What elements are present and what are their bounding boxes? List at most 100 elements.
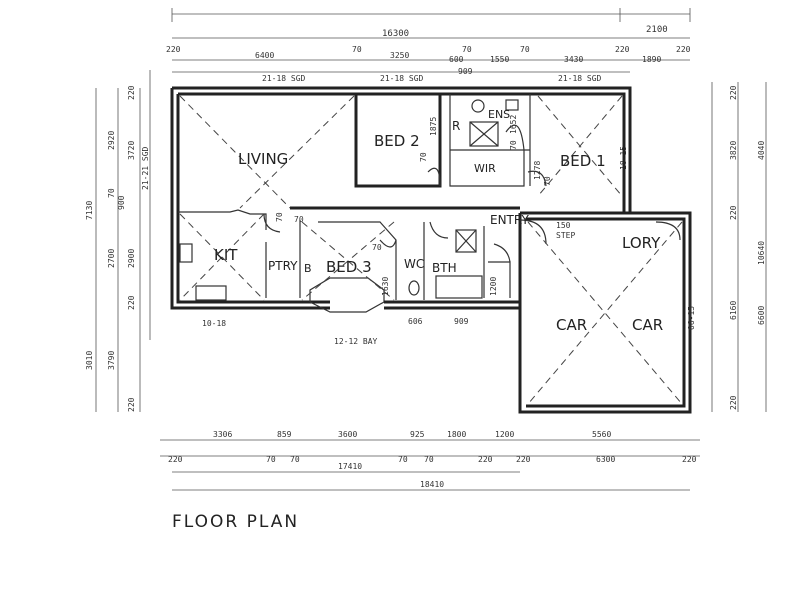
dim-left-220b: 220 — [127, 295, 136, 310]
door-swings — [263, 124, 681, 263]
step-label: STEP — [556, 231, 575, 240]
dim-right-3820: 3820 — [729, 141, 738, 160]
exterior-walls — [170, 86, 692, 414]
room-living: LIVING — [238, 150, 288, 168]
dim-bottom-5560: 5560 — [592, 430, 611, 439]
dim-bottom-220a: 220 — [168, 455, 183, 464]
dim-inner-909: 909 — [454, 317, 469, 326]
bottom-dimensions: 3306 859 3600 925 1800 1200 5560 220 70 … — [160, 430, 700, 491]
dim-top-right-overall: 2100 — [646, 25, 668, 35]
dim-bottom-6300: 6300 — [596, 455, 615, 464]
dim-top-3250: 3250 — [390, 51, 409, 60]
dim-left-3720: 3720 — [127, 141, 136, 160]
dim-inner-70a: 70 — [419, 152, 428, 162]
dim-bottom-925: 925 — [410, 430, 425, 439]
dim-right-10640: 10640 — [757, 241, 766, 265]
dim-left-3790: 3790 — [107, 351, 116, 370]
interior-walls — [178, 94, 547, 301]
dim-top-220c: 220 — [676, 45, 691, 54]
dim-top-1550: 1550 — [490, 55, 509, 64]
room-kit: KIT — [214, 246, 238, 264]
dim-right-220c: 220 — [729, 395, 738, 410]
dim-top-70c: 70 — [520, 45, 530, 54]
dim-inner-606: 606 — [408, 317, 423, 326]
room-entry: ENTRY — [490, 213, 529, 227]
room-ens: ENS — [488, 108, 510, 121]
dim-left-3010: 3010 — [85, 351, 94, 370]
dim-left-220a: 220 — [127, 85, 136, 100]
dim-top-overall: 16300 — [382, 29, 409, 39]
dim-left-70: 70 — [107, 188, 116, 198]
room-bed3: BED 3 — [326, 258, 372, 276]
dim-right-6600: 6600 — [757, 306, 766, 325]
dim-top-6400: 6400 — [255, 51, 274, 60]
dim-bottom-70b: 70 — [290, 455, 300, 464]
dim-bottom-70a: 70 — [266, 455, 276, 464]
dim-right-4040: 4040 — [757, 141, 766, 160]
dim-left-220c: 220 — [127, 397, 136, 412]
sgd-left-label: 21-21 SGD — [141, 146, 150, 190]
dim-inner-150: 150 — [556, 221, 571, 230]
dim-bottom-859: 859 — [277, 430, 292, 439]
right-dimensions: 220 3820 4040 220 6160 6600 10640 220 18… — [619, 82, 767, 412]
dim-inner-70d: 70 — [275, 212, 284, 222]
dim-bottom-220d: 220 — [682, 455, 697, 464]
room-lory: LORY — [622, 234, 661, 252]
room-wc: WC — [404, 257, 424, 271]
sgd-label-1: 21-18 SGD — [262, 74, 306, 83]
dim-bottom-1800: 1800 — [447, 430, 466, 439]
left-dimensions: 220 2920 3720 70 900 7130 2700 2900 220 … — [85, 70, 151, 412]
dim-bottom-70c: 70 — [398, 455, 408, 464]
dim-right-220a: 220 — [729, 85, 738, 100]
dim-right-6160: 6160 — [729, 301, 738, 320]
room-b: B — [304, 262, 312, 275]
dim-inner-70c: 70 — [543, 176, 552, 186]
dim-inner-1630: 1630 — [381, 277, 390, 296]
dim-inner-70b: 70 — [509, 140, 518, 150]
room-wir: WIR — [474, 162, 496, 175]
dim-left-2900: 2900 — [127, 249, 136, 268]
plan-title: FLOOR PLAN — [172, 512, 300, 532]
dim-inner-1200: 1200 — [489, 277, 498, 296]
dim-left-7130: 7130 — [85, 201, 94, 220]
dim-top-3430: 3430 — [564, 55, 583, 64]
room-bed2: BED 2 — [374, 132, 420, 150]
dim-bottom-220c: 220 — [516, 455, 531, 464]
dim-inner-1875: 1875 — [429, 117, 438, 136]
room-car-2: CAR — [632, 316, 663, 334]
dim-bottom-3306: 3306 — [213, 430, 232, 439]
room-ptry: PTRY — [268, 259, 298, 273]
sgd-label-2: 21-18 SGD — [380, 74, 424, 83]
dim-bottom-1200: 1200 — [495, 430, 514, 439]
dim-left-2920: 2920 — [107, 131, 116, 150]
dim-left-2700: 2700 — [107, 249, 116, 268]
dim-bottom-17410: 17410 — [338, 462, 362, 471]
bay-label: 12-12 BAY — [334, 337, 378, 346]
dim-top-909: 909 — [458, 67, 473, 76]
dim-right-220b: 220 — [729, 205, 738, 220]
dim-left-900: 900 — [117, 195, 126, 210]
dim-inner-1652: 1652 — [509, 115, 518, 134]
dim-bottom-220b: 220 — [478, 455, 493, 464]
room-diagonals — [179, 95, 683, 405]
room-bed1: BED 1 — [560, 152, 606, 170]
room-labels: LIVING BED 2 BED 1 BED 3 KIT PTRY WC BTH… — [214, 108, 663, 346]
room-bth: BTH — [432, 261, 457, 275]
sgd-label-3: 21-18 SGD — [558, 74, 602, 83]
room-car-1: CAR — [556, 316, 587, 334]
dim-top-220b: 220 — [615, 45, 630, 54]
dim-bottom-70d: 70 — [424, 455, 434, 464]
room-r: R — [452, 119, 460, 133]
inner-dimensions: 1875 70 1652 70 1278 70 70 1200 150 1630… — [202, 115, 571, 328]
dim-top-220a: 220 — [166, 45, 181, 54]
dim-bottom-3600: 3600 — [338, 430, 357, 439]
dim-top-70b: 70 — [462, 45, 472, 54]
dim-inner-70f: 70 — [294, 215, 304, 224]
top-dimensions: 16300 2100 220 6400 70 3250 70 600 1550 … — [166, 8, 691, 83]
dim-top-600: 600 — [449, 55, 464, 64]
dim-bottom-18410: 18410 — [420, 480, 444, 489]
dim-inner-10-18: 10-18 — [202, 319, 226, 328]
dim-inner-1278: 1278 — [533, 161, 542, 180]
dim-top-70a: 70 — [352, 45, 362, 54]
